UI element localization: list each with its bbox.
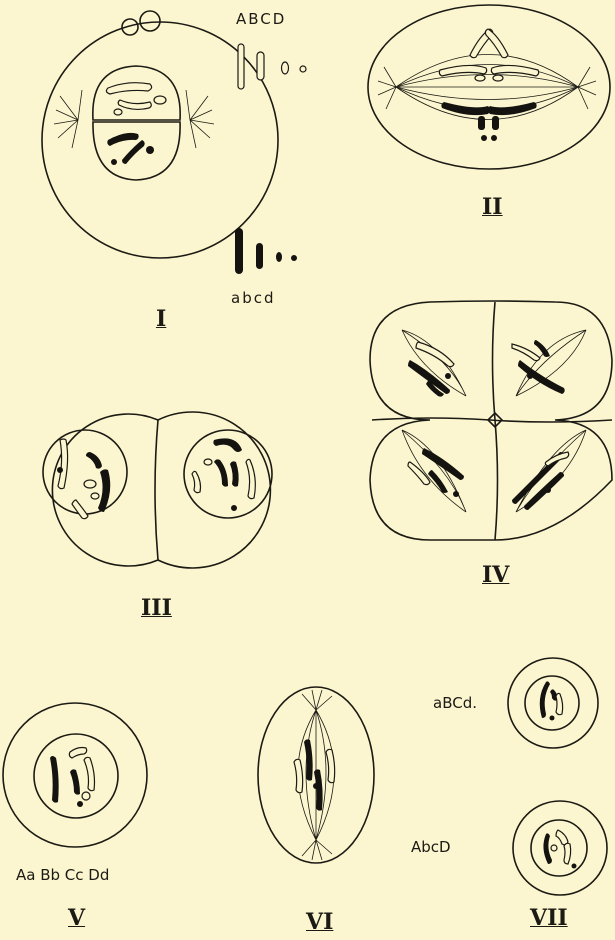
figure-vii-upper-label: aBCd. <box>433 694 477 712</box>
figure-vii-cell-lower <box>513 801 607 895</box>
figure-vii-lower-label: AbcD <box>411 838 451 856</box>
figure-vii-numeral: VII <box>530 905 568 931</box>
figure-vii-cell-upper <box>508 658 598 748</box>
figure-i-numeral: I <box>156 306 166 332</box>
figure-vi-cell <box>258 687 374 863</box>
figure-v-label: Aa Bb Cc Dd <box>16 866 109 884</box>
figure-vi-numeral: VI <box>306 909 333 935</box>
figure-i-hollow-chromosome-set <box>238 44 306 89</box>
figure-ii-cell <box>368 5 610 169</box>
figure-ii-numeral: II <box>482 194 503 220</box>
figure-i-lower-label: abcd <box>231 289 275 307</box>
figure-iv-tetrad <box>370 301 612 540</box>
figure-v-numeral: V <box>68 905 85 931</box>
figure-iii-cells <box>43 412 272 568</box>
figure-i-solid-chromosome-set <box>235 228 297 274</box>
figure-iii-numeral: III <box>141 595 172 621</box>
figure-v-cell <box>3 703 147 847</box>
figure-iv-numeral: IV <box>482 562 509 588</box>
figure-i-upper-label: ABCD <box>236 10 286 28</box>
